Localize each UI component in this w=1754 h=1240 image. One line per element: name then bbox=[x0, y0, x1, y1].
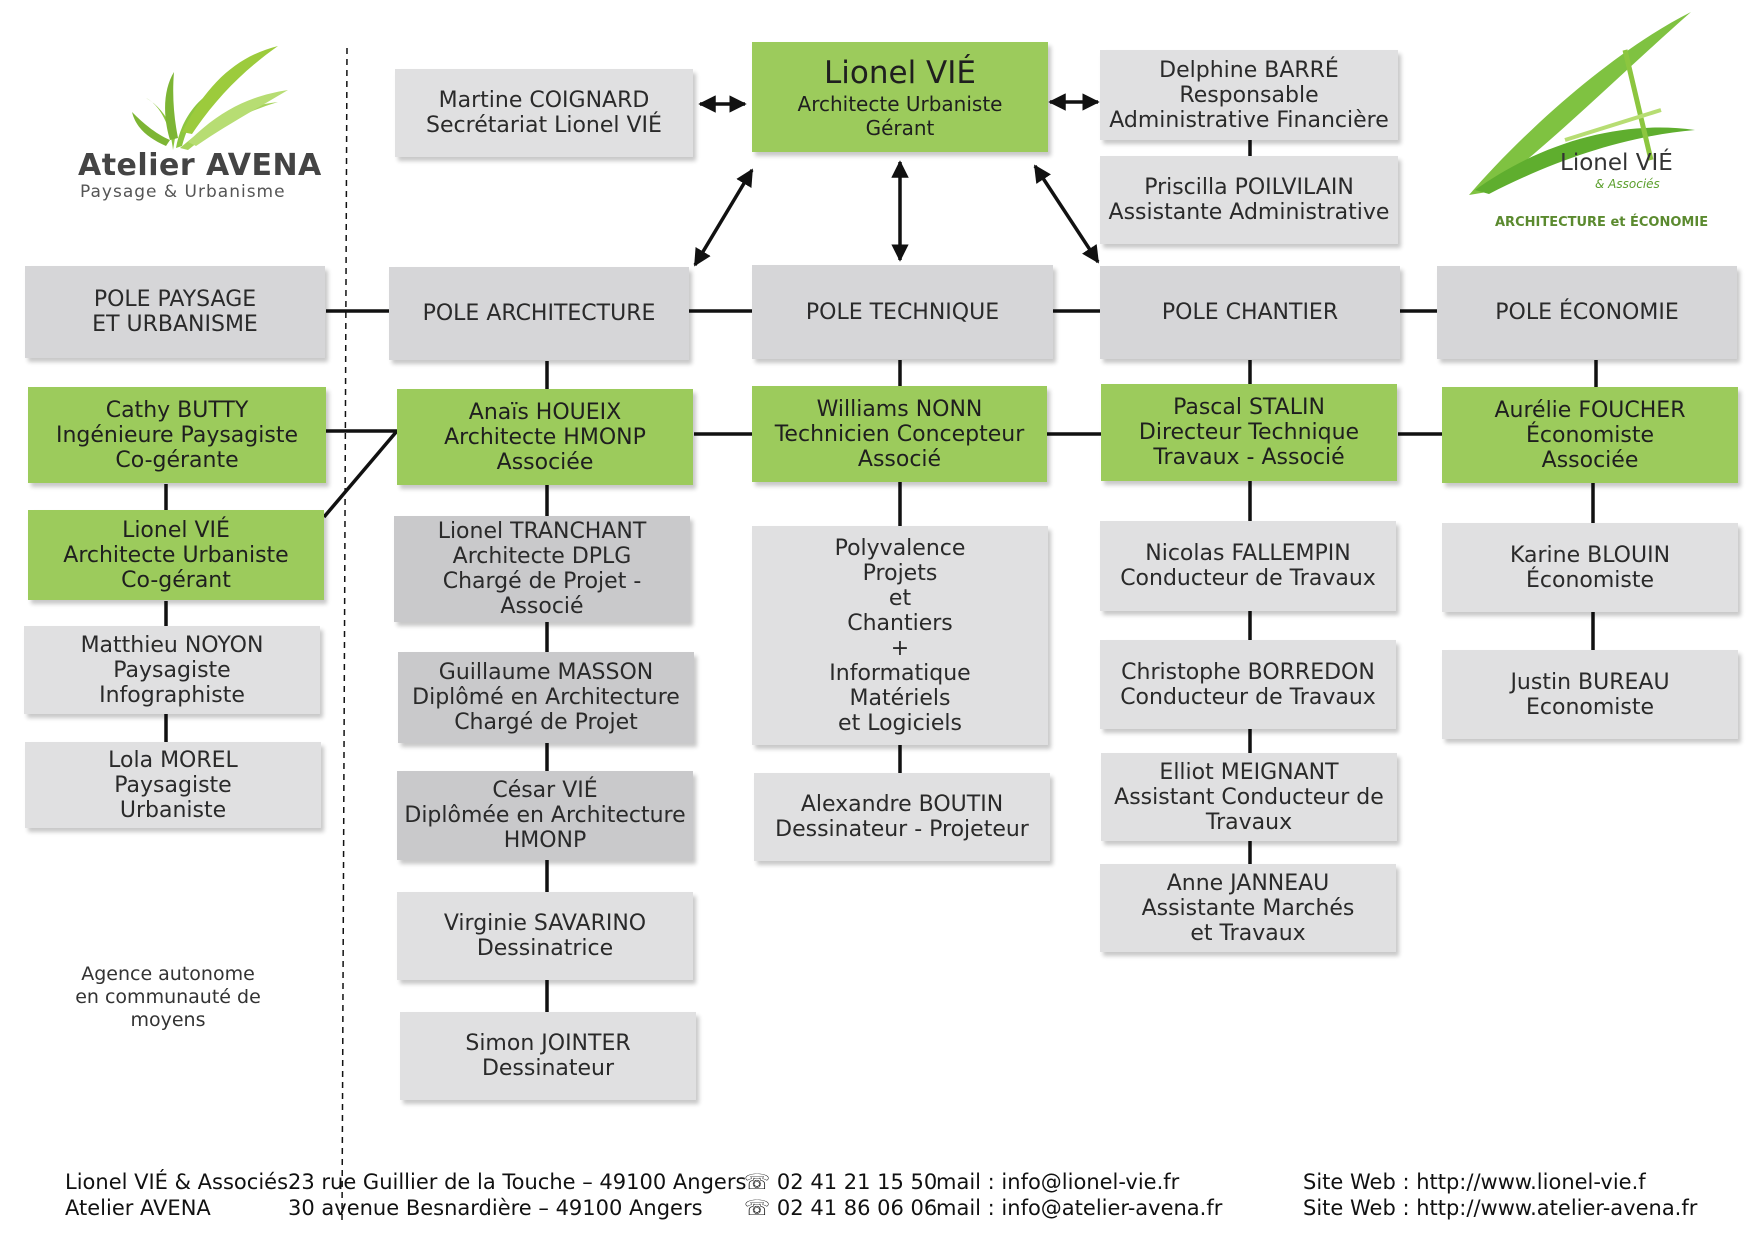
arrow-architecture bbox=[693, 168, 754, 267]
karine-blouin-box: Karine BLOUIN Économiste bbox=[1442, 523, 1738, 612]
lionel-logo-tagline: ARCHITECTURE et ÉCONOMIE bbox=[1495, 215, 1709, 230]
williams-nonn-box: Williams NONN Technicien Concepteur Asso… bbox=[752, 386, 1047, 482]
director-box: Lionel VIÉ Architecte Urbaniste Gérant bbox=[752, 42, 1048, 152]
pole-economie: POLE ÉCONOMIE bbox=[1437, 266, 1737, 359]
cathy-butty-box: Cathy BUTTY Ingénieure Paysagiste Co-gér… bbox=[28, 387, 326, 483]
mail-link-row2[interactable]: mail : info@atelier-avena.fr bbox=[936, 1196, 1223, 1220]
footer-sites: Site Web : http://www.lionel-vie.f Site … bbox=[1303, 1169, 1697, 1221]
atelier-avena-logo: Atelier AVENA Paysage & Urbanisme bbox=[78, 42, 321, 202]
simon-jointer-box: Simon JOINTER Dessinateur bbox=[400, 1012, 696, 1100]
site-link-row1[interactable]: Site Web : http://www.lionel-vie.f bbox=[1303, 1170, 1646, 1194]
christophe-borredon-box: Christophe BORREDON Conducteur de Travau… bbox=[1100, 640, 1396, 729]
aurelie-foucher-box: Aurélie FOUCHER Économiste Associée bbox=[1442, 387, 1738, 483]
footer-addresses: 23 rue Guillier de la Touche – 49100 Ang… bbox=[288, 1170, 747, 1220]
mail-link-row1[interactable]: mail : info@lionel-vie.fr bbox=[936, 1170, 1180, 1194]
avena-leaf-icon bbox=[132, 46, 288, 150]
phone-icon-row2: ☏ 02 41 86 06 06 bbox=[744, 1196, 938, 1220]
phone-icon-row1: ☏ 02 41 21 15 50 bbox=[744, 1170, 938, 1194]
secretary-box: Martine COIGNARD Secrétariat Lionel VIÉ bbox=[395, 69, 693, 157]
finance-box: Delphine BARRÉ Responsable Administrativ… bbox=[1100, 50, 1398, 140]
agence-autonome-note: Agence autonome en communauté de moyens bbox=[75, 963, 261, 1031]
lionel-vie-paysage-box: Lionel VIÉ Architecte Urbaniste Co-géran… bbox=[28, 510, 324, 600]
arrow-chantier bbox=[1033, 164, 1100, 264]
lionel-logo-sub: & Associés bbox=[1595, 177, 1660, 191]
pole-technique: POLE TECHNIQUE bbox=[752, 265, 1053, 359]
alexandre-boutin-box: Alexandre BOUTIN Dessinateur - Projeteur bbox=[754, 773, 1050, 861]
justin-bureau-box: Justin BUREAU Economiste bbox=[1442, 650, 1738, 739]
nicolas-fallempin-box: Nicolas FALLEMPIN Conducteur de Travaux bbox=[1100, 521, 1396, 611]
footer-mails: mail : info@lionel-vie.fr mail : info@at… bbox=[936, 1169, 1222, 1221]
pole-architecture: POLE ARCHITECTURE bbox=[389, 267, 689, 360]
footer-phones: ☏ 02 41 21 15 50 ☏ 02 41 86 06 06 bbox=[744, 1169, 937, 1221]
site-link-row2[interactable]: Site Web : http://www.atelier-avena.fr bbox=[1303, 1196, 1698, 1220]
polyvalence-box: Polyvalence Projets et Chantiers + Infor… bbox=[752, 526, 1048, 745]
matthieu-noyon-box: Matthieu NOYON Paysagiste Infographiste bbox=[24, 626, 320, 714]
lola-morel-box: Lola MOREL Paysagiste Urbaniste bbox=[25, 742, 321, 828]
lionel-vie-logo: Lionel VIÉ & Associés ARCHITECTURE et ÉC… bbox=[1465, 10, 1725, 235]
pole-paysage: POLE PAYSAGE ET URBANISME bbox=[25, 266, 325, 358]
anne-janneau-box: Anne JANNEAU Assistante Marchés et Trava… bbox=[1100, 864, 1396, 952]
avena-logo-name: Atelier AVENA bbox=[78, 148, 322, 183]
guillaume-masson-box: Guillaume MASSON Diplômé en Architecture… bbox=[398, 652, 694, 743]
anais-houeix-box: Anaïs HOUEIX Architecte HMONP Associée bbox=[397, 389, 693, 485]
avena-logo-tagline: Paysage & Urbanisme bbox=[80, 182, 286, 202]
virginie-savarino-box: Virginie SAVARINO Dessinatrice bbox=[397, 892, 693, 980]
lionel-tranchant-box: Lionel TRANCHANT Architecte DPLG Chargé … bbox=[394, 516, 690, 622]
lionel-vie-swoosh-icon bbox=[1469, 12, 1695, 195]
assistant-box: Priscilla POILVILAIN Assistante Administ… bbox=[1100, 156, 1398, 244]
elliot-meignant-box: Elliot MEIGNANT Assistant Conducteur de … bbox=[1101, 753, 1397, 841]
cesar-vie-box: César VIÉ Diplômée en Architecture HMONP bbox=[397, 771, 693, 860]
lionel-logo-name: Lionel VIÉ bbox=[1560, 150, 1673, 176]
separator-dashed-line bbox=[341, 47, 348, 1226]
pole-chantier: POLE CHANTIER bbox=[1100, 266, 1400, 359]
pascal-stalin-box: Pascal STALIN Directeur Technique Travau… bbox=[1101, 384, 1397, 481]
footer-companies: Lionel VIÉ & Associés Atelier AVENA bbox=[65, 1170, 289, 1220]
